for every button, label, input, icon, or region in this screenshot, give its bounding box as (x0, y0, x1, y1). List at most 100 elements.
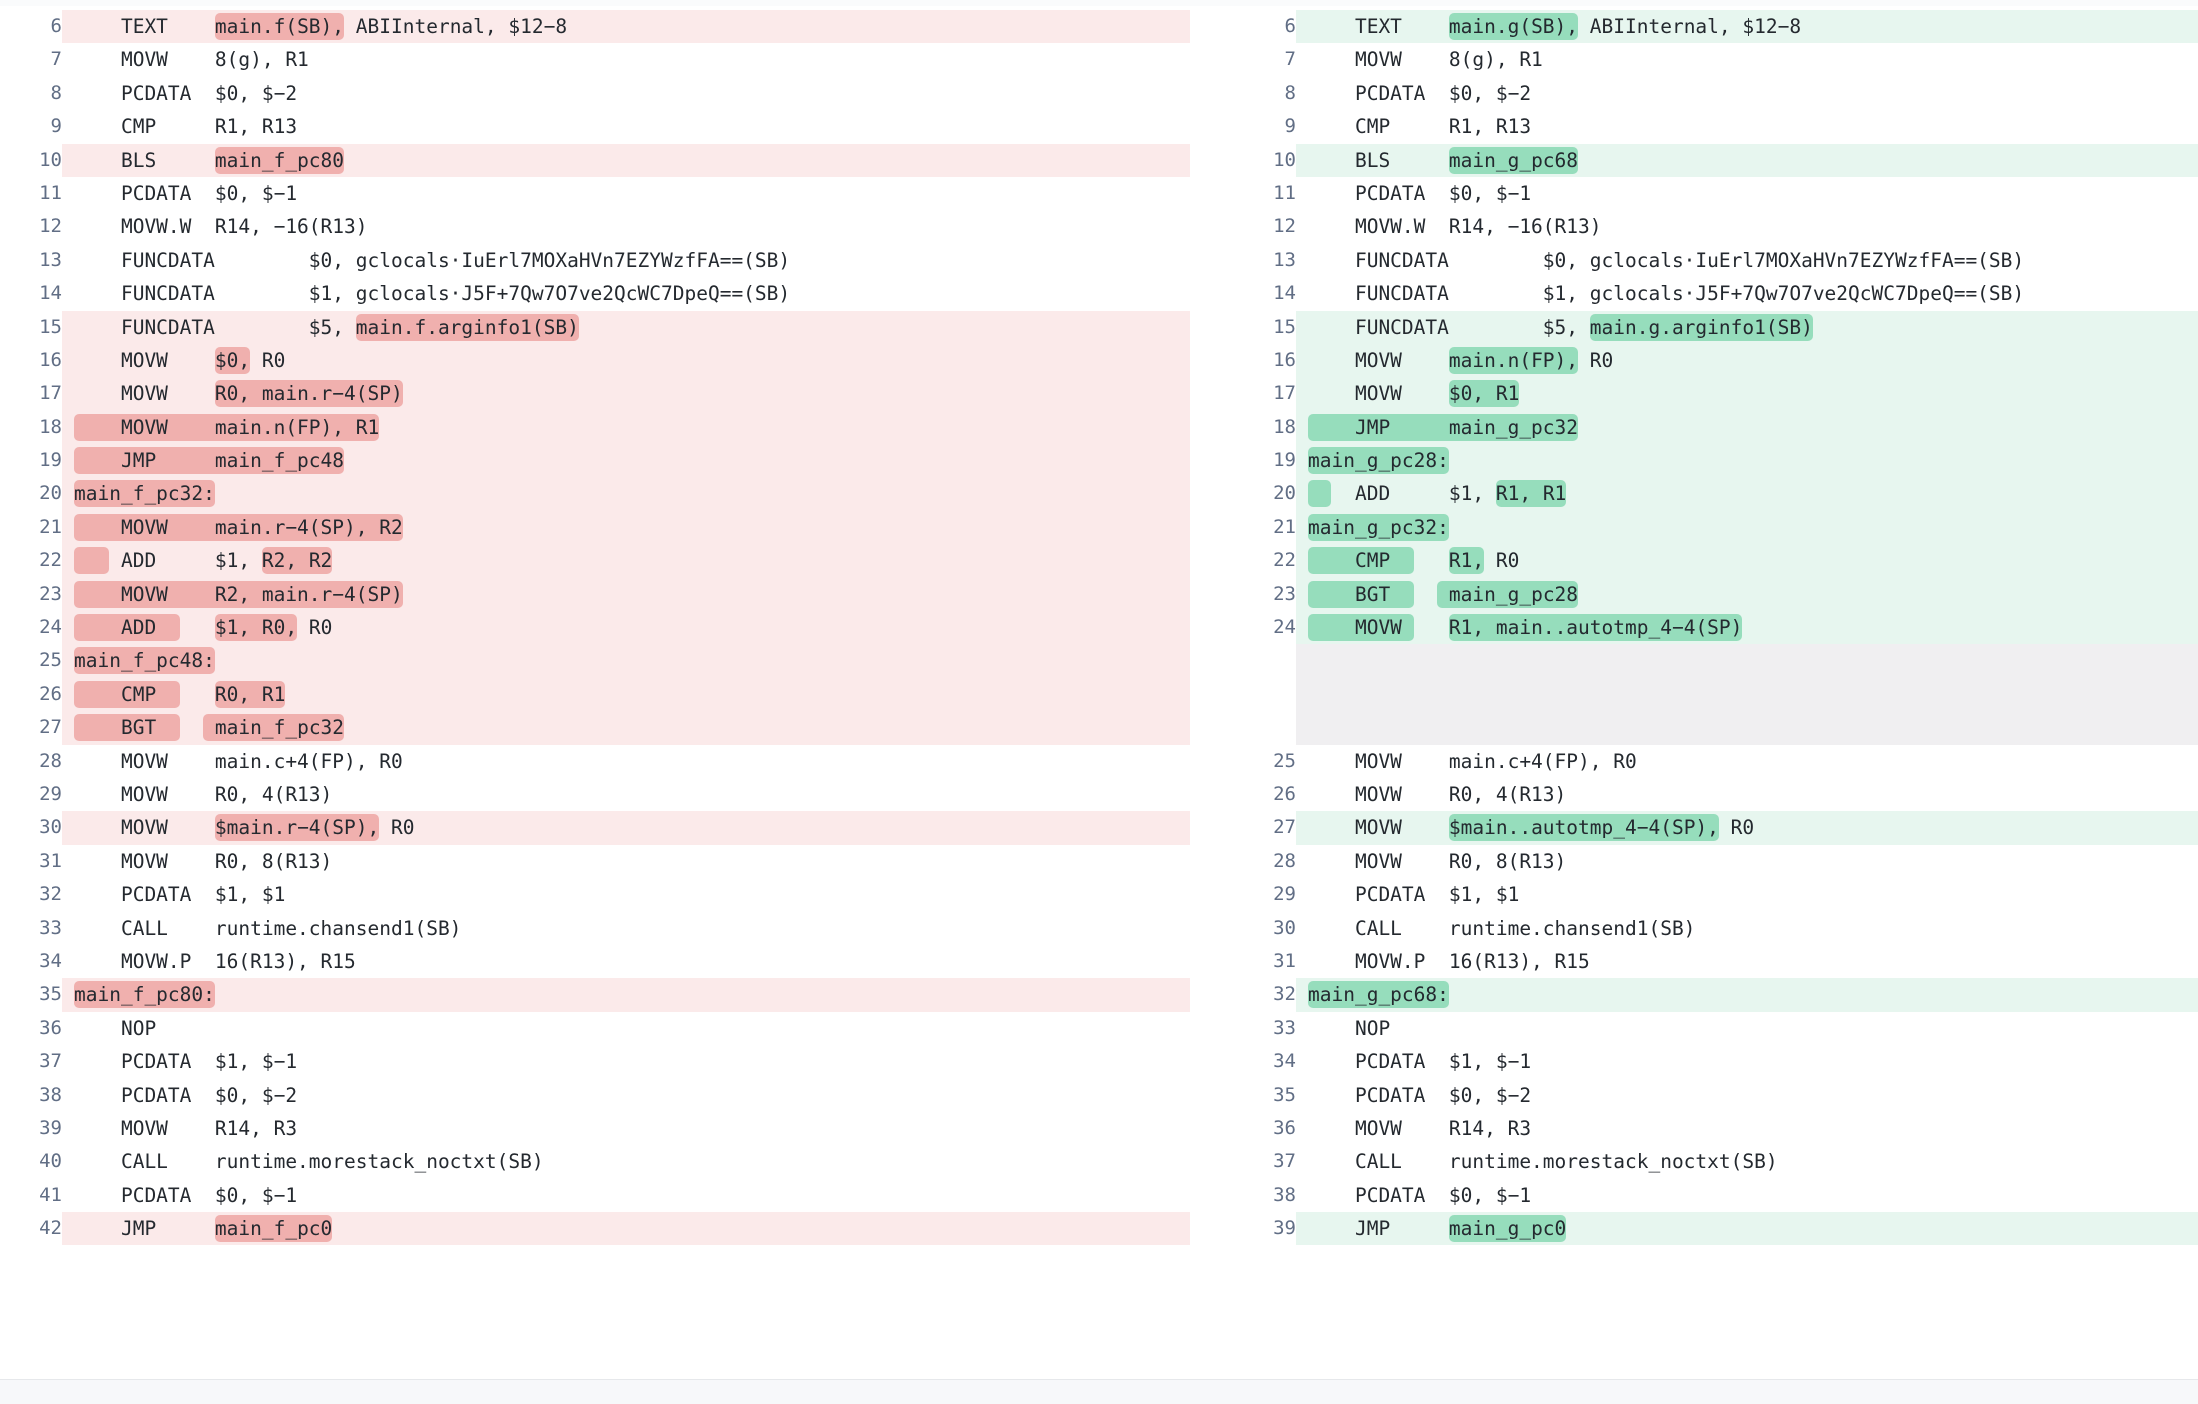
diff-row[interactable]: 10 BLS main_g_pc68 (1216, 143, 2198, 177)
code-line[interactable]: FUNCDATA $0, gclocals·IuErl7MOXaHVn7EZYW… (62, 244, 1190, 277)
code-line[interactable]: CALL runtime.morestack_noctxt(SB) (1296, 1145, 2198, 1178)
diff-row[interactable]: 33 CALL runtime.chansend1(SB) (0, 912, 1216, 945)
diff-row[interactable]: 23 MOVW R2, main.r−4(SP) (0, 577, 1216, 612)
code-line[interactable]: main_f_pc48: (62, 644, 1190, 678)
code-line[interactable]: MOVW $main..autotmp_4−4(SP), R0 (1296, 811, 2198, 845)
code-line[interactable]: CALL runtime.chansend1(SB) (62, 912, 1190, 945)
code-line[interactable]: MOVW main.c+4(FP), R0 (62, 745, 1190, 778)
code-line[interactable]: CMP R1, R13 (62, 110, 1190, 143)
code-line[interactable]: JMP main_f_pc0 (62, 1212, 1190, 1246)
diff-row[interactable]: 34 PCDATA $1, $−1 (1216, 1045, 2198, 1078)
diff-row[interactable]: 41 PCDATA $0, $−1 (0, 1179, 1216, 1212)
diff-row[interactable]: 22 ADD $1, R2, R2 (0, 544, 1216, 578)
code-line[interactable]: MOVW R0, 4(R13) (1296, 778, 2198, 811)
diff-filler-row[interactable] (1216, 677, 2198, 712)
code-line[interactable]: MOVW $0, R0 (62, 343, 1190, 378)
diff-row[interactable]: 12 MOVW.W R14, −16(R13) (1216, 210, 2198, 243)
diff-row[interactable]: 18 JMP main_g_pc32 (1216, 410, 2198, 445)
diff-row[interactable]: 39 MOVW R14, R3 (0, 1112, 1216, 1145)
diff-row[interactable]: 30 CALL runtime.chansend1(SB) (1216, 912, 2198, 945)
diff-row[interactable]: 33 NOP (1216, 1012, 2198, 1045)
diff-row[interactable]: 36 MOVW R14, R3 (1216, 1112, 2198, 1145)
diff-row[interactable]: 11 PCDATA $0, $−1 (1216, 177, 2198, 210)
diff-row[interactable]: 27 MOVW $main..autotmp_4−4(SP), R0 (1216, 811, 2198, 845)
code-line[interactable]: FUNCDATA $0, gclocals·IuErl7MOXaHVn7EZYW… (1296, 244, 2198, 277)
code-line[interactable]: CALL runtime.chansend1(SB) (1296, 912, 2198, 945)
diff-row[interactable]: 16 MOVW $0, R0 (0, 343, 1216, 378)
code-line[interactable]: PCDATA $0, $−1 (1296, 177, 2198, 210)
diff-row[interactable]: 35 PCDATA $0, $−2 (1216, 1079, 2198, 1112)
code-line[interactable]: BGT main_g_pc28 (1296, 577, 2198, 612)
diff-row[interactable]: 38 PCDATA $0, $−2 (0, 1079, 1216, 1112)
code-line[interactable]: TEXT main.f(SB), ABIInternal, $12−8 (62, 10, 1190, 44)
diff-row[interactable]: 19 JMP main_f_pc48 (0, 444, 1216, 478)
diff-row[interactable]: 9 CMP R1, R13 (0, 110, 1216, 143)
code-line[interactable]: PCDATA $1, $−1 (1296, 1045, 2198, 1078)
code-line[interactable]: main_f_pc80: (62, 978, 1190, 1012)
code-line[interactable]: ADD $1, R1, R1 (1296, 477, 2198, 511)
code-line[interactable]: FUNCDATA $5, main.f.arginfo1(SB) (62, 310, 1190, 344)
code-line[interactable]: FUNCDATA $5, main.g.arginfo1(SB) (1296, 310, 2198, 344)
code-line[interactable]: MOVW $0, R1 (1296, 377, 2198, 411)
diff-row[interactable]: 12 MOVW.W R14, −16(R13) (0, 210, 1216, 243)
diff-row[interactable]: 17 MOVW $0, R1 (1216, 377, 2198, 411)
code-line[interactable]: CMP R0, R1 (62, 677, 1190, 712)
diff-row[interactable]: 10 BLS main_f_pc80 (0, 143, 1216, 177)
diff-row[interactable]: 31 MOVW R0, 8(R13) (0, 845, 1216, 878)
diff-row[interactable]: 32 PCDATA $1, $1 (0, 878, 1216, 911)
code-line[interactable]: JMP main_g_pc32 (1296, 410, 2198, 445)
diff-row[interactable]: 38 PCDATA $0, $−1 (1216, 1179, 2198, 1212)
diff-row[interactable]: 13 FUNCDATA $0, gclocals·IuErl7MOXaHVn7E… (1216, 244, 2198, 277)
code-line[interactable]: BLS main_g_pc68 (1296, 143, 2198, 177)
code-line[interactable]: MOVW main.r−4(SP), R2 (62, 510, 1190, 545)
code-line[interactable]: PCDATA $0, $−2 (1296, 77, 2198, 110)
diff-row[interactable]: 23 BGT main_g_pc28 (1216, 577, 2198, 612)
code-line[interactable]: PCDATA $0, $−2 (62, 77, 1190, 110)
diff-row[interactable]: 15 FUNCDATA $5, main.g.arginfo1(SB) (1216, 310, 2198, 344)
code-line[interactable]: FUNCDATA $1, gclocals·J5F+7Qw7O7ve2QcWC7… (62, 277, 1190, 310)
code-line[interactable]: JMP main_f_pc48 (62, 444, 1190, 478)
diff-filler-row[interactable] (1216, 711, 2198, 745)
diff-row[interactable]: 24 ADD $1, R0, R0 (0, 611, 1216, 645)
diff-row[interactable]: 30 MOVW $main.r−4(SP), R0 (0, 811, 1216, 845)
code-line[interactable]: MOVW R0, main.r−4(SP) (62, 377, 1190, 411)
code-line[interactable]: ADD $1, R2, R2 (62, 544, 1190, 578)
diff-row[interactable]: 24 MOVW R1, main..autotmp_4−4(SP) (1216, 611, 2198, 645)
code-line[interactable]: PCDATA $1, $1 (62, 878, 1190, 911)
code-line[interactable]: NOP (1296, 1012, 2198, 1045)
diff-row[interactable]: 34 MOVW.P 16(R13), R15 (0, 945, 1216, 978)
diff-row[interactable]: 22 CMP R1, R0 (1216, 544, 2198, 578)
diff-row[interactable]: 14 FUNCDATA $1, gclocals·J5F+7Qw7O7ve2Qc… (1216, 277, 2198, 310)
diff-row[interactable]: 7 MOVW 8(g), R1 (1216, 43, 2198, 76)
diff-row[interactable]: 7 MOVW 8(g), R1 (0, 43, 1216, 76)
code-line[interactable]: MOVW R14, R3 (1296, 1112, 2198, 1145)
code-line[interactable]: ADD $1, R0, R0 (62, 611, 1190, 645)
code-line[interactable]: MOVW R14, R3 (62, 1112, 1190, 1145)
code-line[interactable]: CALL runtime.morestack_noctxt(SB) (62, 1145, 1190, 1178)
code-line[interactable] (1296, 711, 2198, 745)
diff-row[interactable]: 25 MOVW main.c+4(FP), R0 (1216, 745, 2198, 778)
code-line[interactable]: MOVW R0, 8(R13) (62, 845, 1190, 878)
diff-row[interactable]: 42 JMP main_f_pc0 (0, 1212, 1216, 1246)
code-line[interactable]: MOVW main.n(FP), R0 (1296, 343, 2198, 378)
code-line[interactable]: PCDATA $1, $1 (1296, 878, 2198, 911)
diff-row[interactable]: 31 MOVW.P 16(R13), R15 (1216, 945, 2198, 978)
code-line[interactable]: MOVW 8(g), R1 (1296, 43, 2198, 76)
diff-row[interactable]: 36 NOP (0, 1012, 1216, 1045)
diff-row[interactable]: 13 FUNCDATA $0, gclocals·IuErl7MOXaHVn7E… (0, 244, 1216, 277)
code-line[interactable]: MOVW main.n(FP), R1 (62, 410, 1190, 445)
code-line[interactable]: MOVW R0, 8(R13) (1296, 845, 2198, 878)
code-line[interactable]: MOVW R1, main..autotmp_4−4(SP) (1296, 611, 2198, 645)
code-line[interactable]: NOP (62, 1012, 1190, 1045)
code-line[interactable]: PCDATA $0, $−1 (62, 177, 1190, 210)
diff-row[interactable]: 8 PCDATA $0, $−2 (0, 77, 1216, 110)
code-line[interactable]: CMP R1, R13 (1296, 110, 2198, 143)
code-line[interactable]: MOVW R2, main.r−4(SP) (62, 577, 1190, 612)
